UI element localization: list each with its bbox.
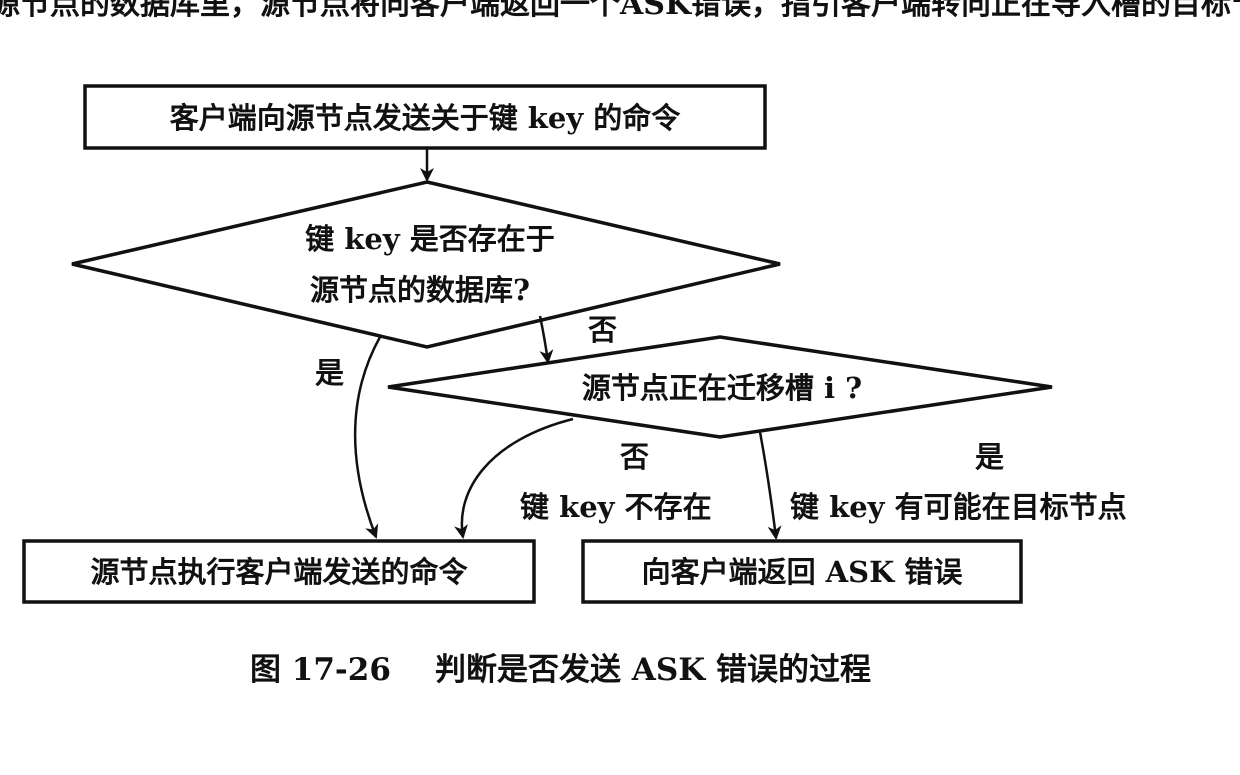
decision2-yes-note: 键 key 有可能在目标节点 — [790, 490, 1127, 524]
execute-node-label: 源节点执行客户端发送的命令 — [90, 555, 468, 589]
ask-error-node-label: 向客户端返回 ASK 错误 — [642, 555, 964, 589]
start-node: 客户端向源节点发送关于键 key 的命令 — [83, 84, 767, 150]
decision2-label: 源节点正在迁移槽 i ? — [582, 371, 862, 405]
ask-error-node: 向客户端返回 ASK 错误 — [581, 539, 1023, 604]
decision1-label-line2: 源节点的数据库? — [310, 273, 530, 307]
caption-title: 判断是否发送 ASK 错误的过程 — [435, 652, 871, 688]
decision2-node: 源节点正在迁移槽 i ? — [387, 335, 1053, 439]
decision2-no-note: 键 key 不存在 — [520, 490, 712, 524]
execute-node: 源节点执行客户端发送的命令 — [22, 539, 536, 604]
edge-decision1-no — [538, 315, 554, 364]
decision1-label-line1: 键 key 是否存在于 — [305, 222, 555, 256]
decision2-no-label: 否 — [620, 440, 649, 474]
edge-decision2-yes — [758, 431, 782, 540]
caption-number: 图 17-26 — [250, 652, 391, 688]
figure-caption: 图 17-26 判断是否发送 ASK 错误的过程 — [250, 652, 871, 688]
decision2-yes-label: 是 — [975, 440, 1004, 474]
top-clipped-text: 源节点的数据库里，源节点将向客户端返回一个ASK错误，指引客户端转向正在导入槽的… — [0, 0, 1240, 22]
decision1-yes-label: 是 — [315, 356, 344, 390]
edge-decision1-yes — [353, 336, 382, 539]
start-node-label: 客户端向源节点发送关于键 key 的命令 — [170, 101, 682, 135]
edge-decision2-no — [454, 417, 574, 539]
decision1-node: 键 key 是否存在于 源节点的数据库? — [71, 180, 781, 349]
decision1-no-label: 否 — [588, 313, 617, 347]
